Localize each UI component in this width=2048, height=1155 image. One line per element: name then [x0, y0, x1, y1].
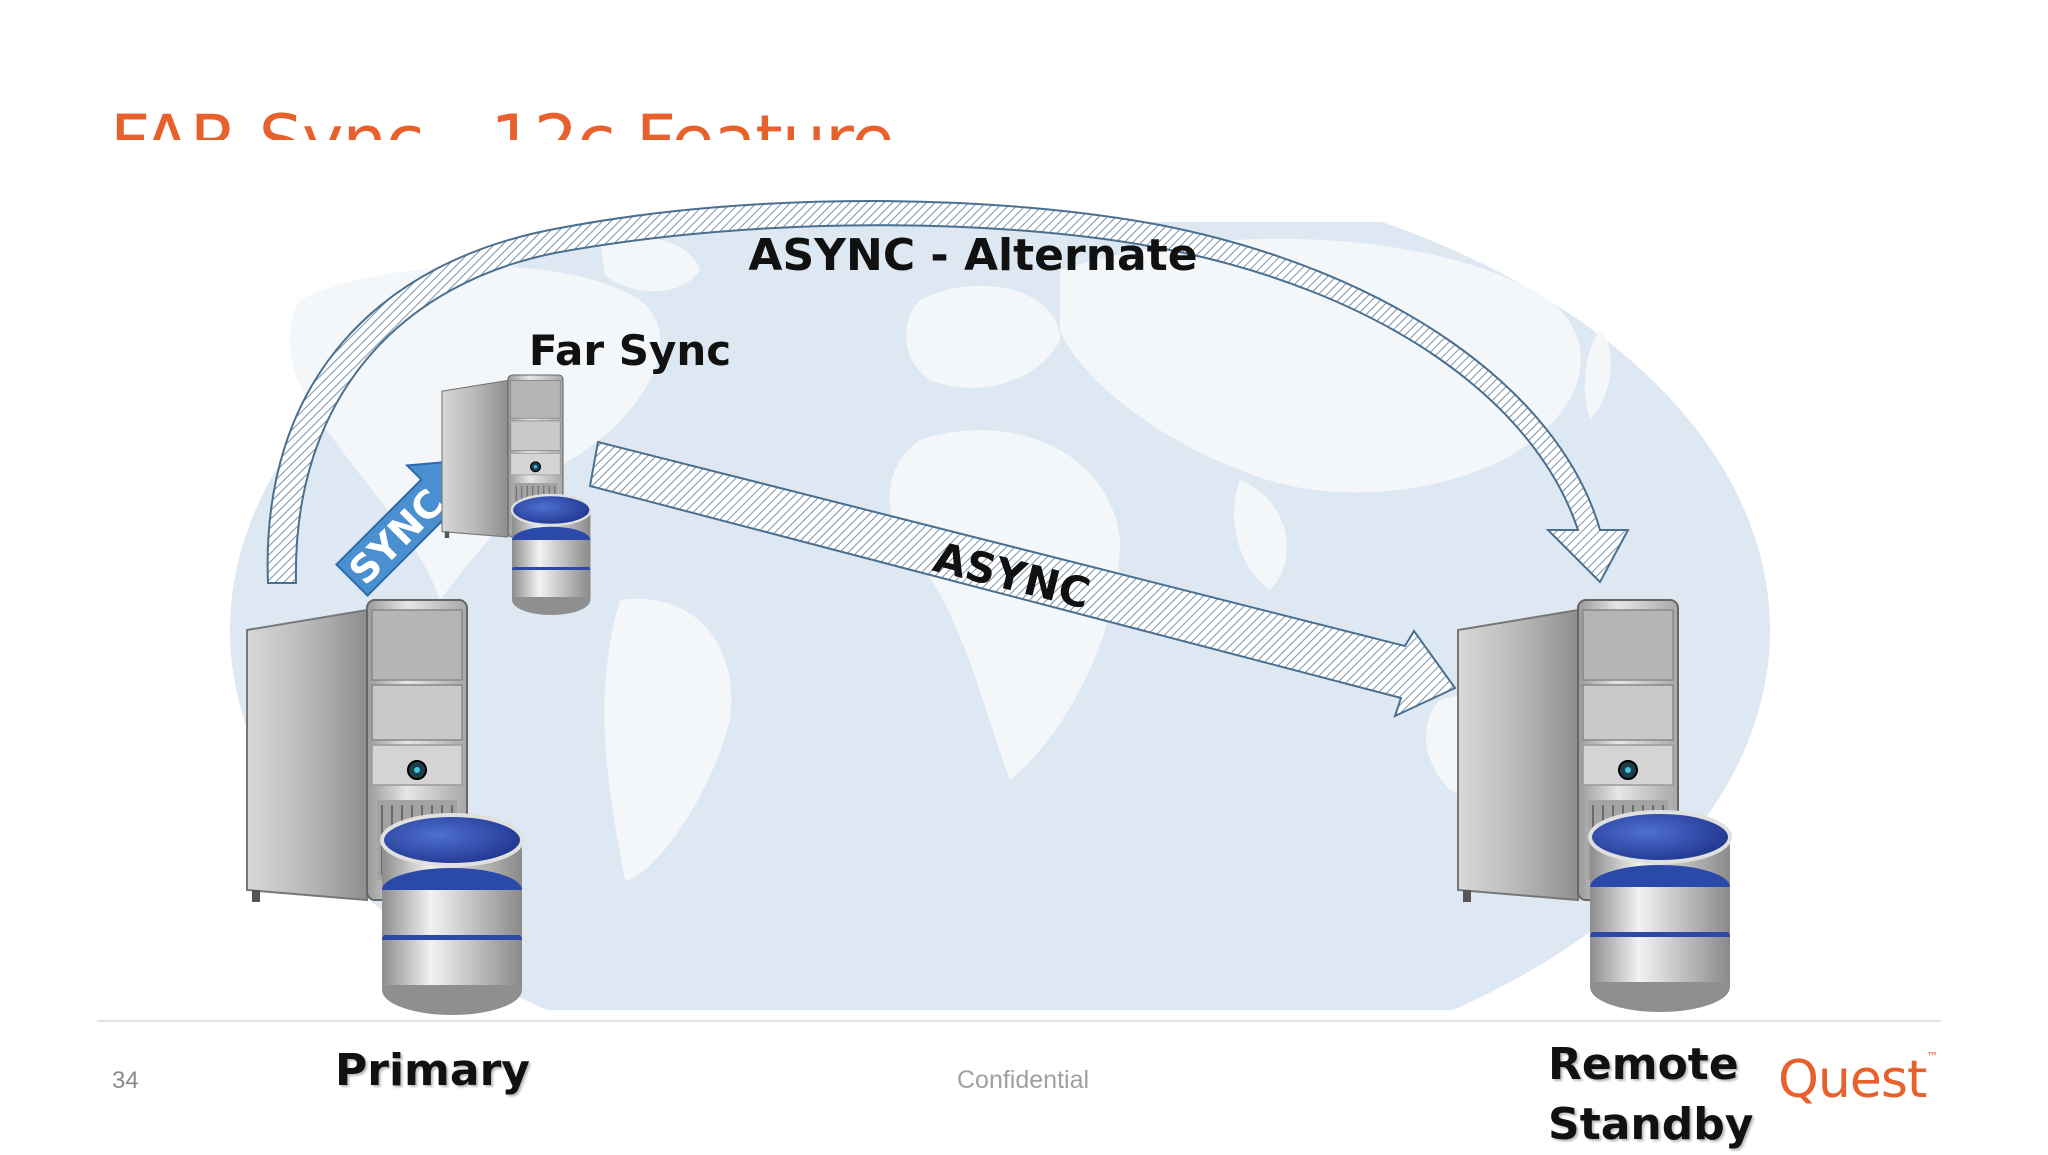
- async-arrow: [588, 440, 1457, 718]
- quest-logo-text: Quest: [1778, 1050, 1927, 1110]
- world-map: [80, 140, 1980, 1152]
- async-alternate-arrow: [266, 200, 1630, 584]
- page-number: 34: [112, 1067, 139, 1094]
- primary-label: Primary: [335, 1045, 530, 1096]
- far-sync-label: Far Sync: [529, 326, 731, 375]
- quest-logo: Quest™: [1778, 1050, 1938, 1110]
- remote-standby-label: Remote Standby: [1548, 1035, 1753, 1155]
- async-alternate-label: ASYNC - Alternate: [748, 230, 1197, 281]
- far-sync-database-icon: [510, 493, 592, 617]
- primary-database-icon: [380, 813, 524, 1017]
- remote-label-line1: Remote: [1548, 1039, 1739, 1090]
- remote-database-icon: [1588, 810, 1732, 1014]
- footer-divider: [97, 1020, 1941, 1022]
- confidential-label: Confidential: [957, 1066, 1090, 1094]
- remote-label-line2: Standby: [1548, 1099, 1754, 1150]
- trademark-mark: ™: [1926, 1050, 1938, 1064]
